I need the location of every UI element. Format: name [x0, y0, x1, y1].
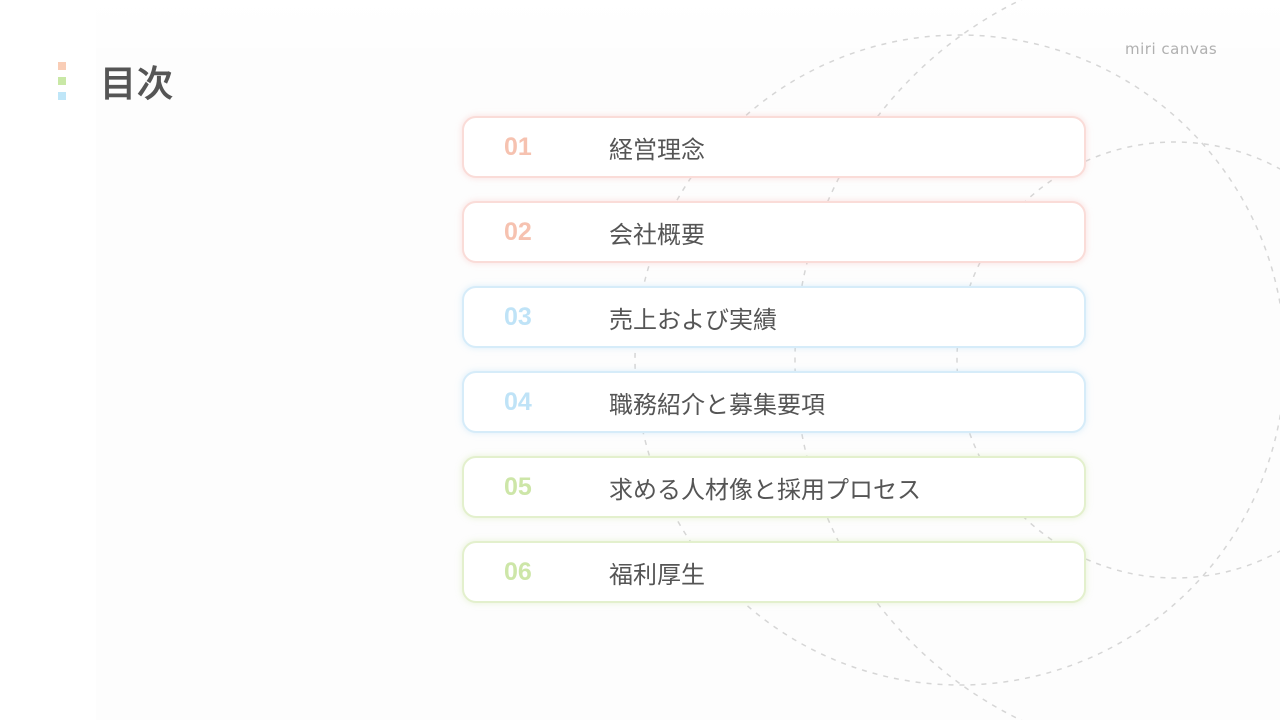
brand-logo: miri canvas	[1125, 40, 1218, 58]
toc-item-04[interactable]: 04 職務紹介と募集要項	[462, 371, 1086, 433]
toc-item-06[interactable]: 06 福利厚生	[462, 541, 1086, 603]
toc-number: 01	[504, 132, 532, 161]
toc-label: 福利厚生	[609, 560, 705, 589]
accent-squares	[58, 62, 66, 100]
toc-item-02[interactable]: 02 会社概要	[462, 201, 1086, 263]
background-fade	[0, 0, 1280, 64]
toc-number: 03	[504, 302, 532, 331]
toc-number: 06	[504, 557, 532, 586]
toc-label: 売上および実績	[609, 305, 777, 334]
toc-number: 02	[504, 217, 532, 246]
toc-label: 経営理念	[609, 135, 705, 164]
toc-label: 会社概要	[609, 220, 705, 249]
page-title: 目次	[100, 64, 175, 105]
toc-number: 05	[504, 472, 532, 501]
toc-number: 04	[504, 387, 532, 416]
accent-square-peach	[58, 62, 66, 70]
accent-square-blue	[58, 92, 66, 100]
title-block: 目次	[58, 56, 174, 106]
toc-item-01[interactable]: 01 経営理念	[462, 116, 1086, 178]
accent-square-green	[58, 77, 66, 85]
toc-label: 求める人材像と採用プロセス	[609, 475, 921, 504]
toc-label: 職務紹介と募集要項	[609, 390, 825, 419]
table-of-contents: 01 経営理念 02 会社概要 03 売上および実績 04 職務紹介と募集要項 …	[462, 116, 1086, 626]
toc-item-03[interactable]: 03 売上および実績	[462, 286, 1086, 348]
background-panel	[0, 0, 96, 720]
toc-item-05[interactable]: 05 求める人材像と採用プロセス	[462, 456, 1086, 518]
